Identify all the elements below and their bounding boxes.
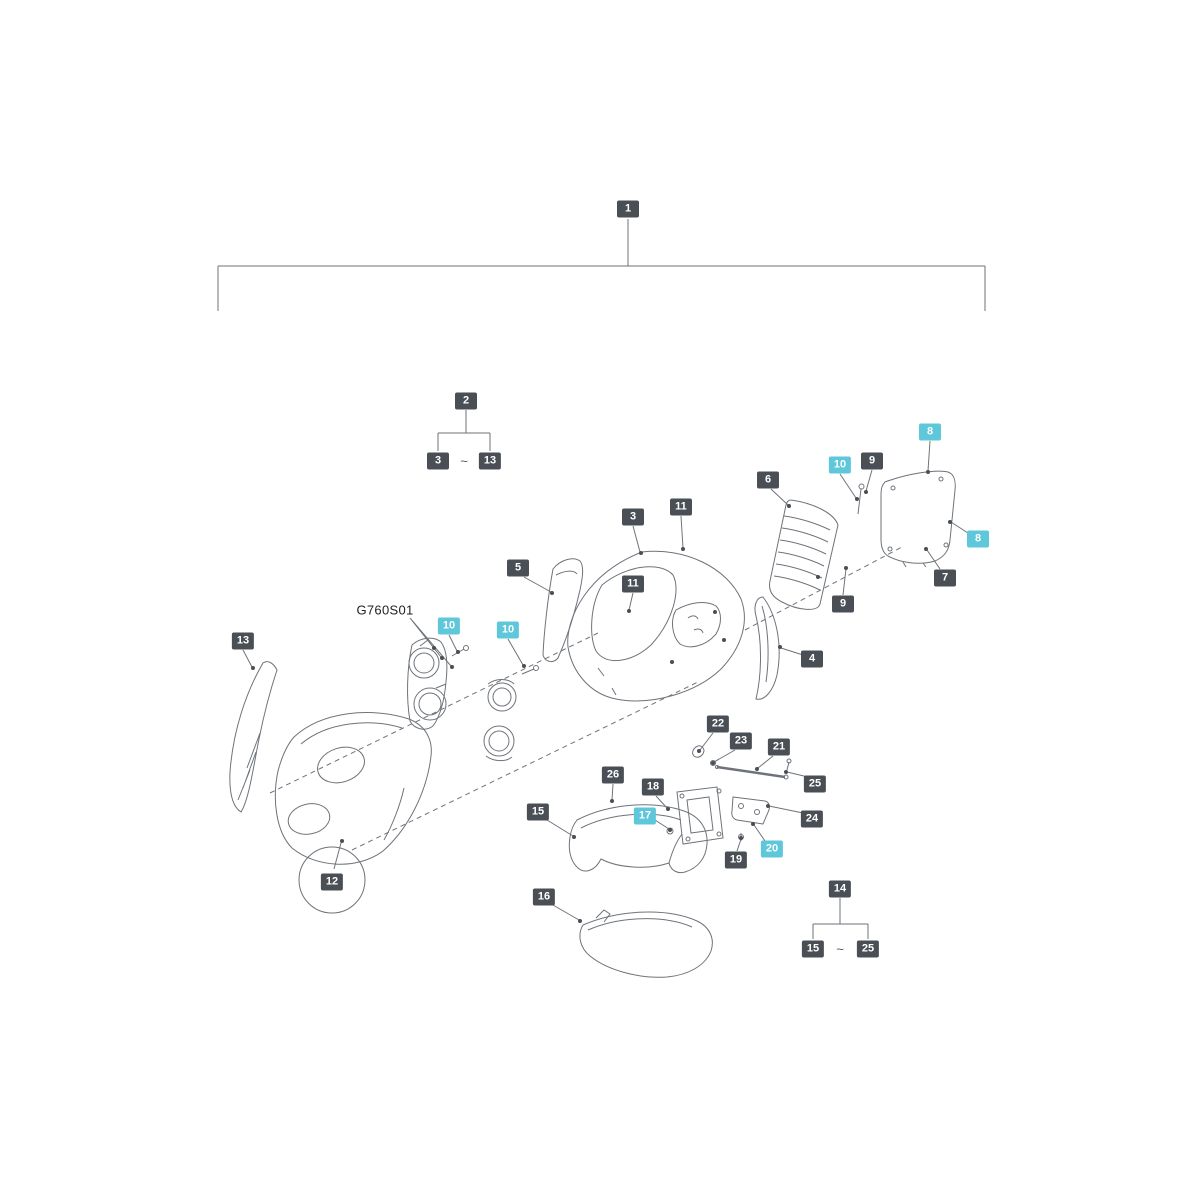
part-trim-4 xyxy=(754,596,780,700)
part-label-25-range[interactable]: 25 xyxy=(856,940,880,958)
part-label-25[interactable]: 25 xyxy=(803,775,827,793)
part-label-10-grille[interactable]: 10 xyxy=(828,456,852,474)
range-tilde-2: ~ xyxy=(836,941,844,957)
part-label-10-left[interactable]: 10 xyxy=(437,617,461,635)
part-bracket-20 xyxy=(731,796,770,825)
part-label-16[interactable]: 16 xyxy=(532,888,556,906)
part-label-22[interactable]: 22 xyxy=(706,715,730,733)
part-label-26[interactable]: 26 xyxy=(601,766,625,784)
part-rod-21 xyxy=(715,758,792,780)
part-headlamp-assembly-right xyxy=(483,665,539,762)
part-headlamp-assembly-left xyxy=(407,637,469,730)
part-label-2[interactable]: 2 xyxy=(455,392,477,410)
part-pin-9 xyxy=(857,483,865,515)
part-label-21[interactable]: 21 xyxy=(767,738,791,756)
part-hardware-22-23 xyxy=(692,745,720,766)
group-code-label: G760S01 xyxy=(356,602,414,618)
part-headlight-panel-12 xyxy=(274,712,432,865)
dashed-guide-lines xyxy=(269,546,903,851)
highlight-circle xyxy=(298,846,366,914)
part-label-3[interactable]: 3 xyxy=(622,508,644,526)
leader-dots xyxy=(251,470,952,923)
part-grille-6 xyxy=(769,499,839,610)
leader-lines xyxy=(242,440,972,923)
part-label-9[interactable]: 9 xyxy=(832,595,854,613)
part-label-18[interactable]: 18 xyxy=(641,778,665,796)
part-label-11-top[interactable]: 11 xyxy=(670,498,692,516)
part-bumper-16 xyxy=(579,909,713,978)
part-label-10-mid[interactable]: 10 xyxy=(496,621,520,639)
part-label-3-range[interactable]: 3 xyxy=(427,452,449,470)
part-label-20[interactable]: 20 xyxy=(760,840,784,858)
range-tilde-1: ~ xyxy=(460,453,468,469)
part-label-11[interactable]: 11 xyxy=(622,575,644,593)
part-label-17[interactable]: 17 xyxy=(633,807,657,825)
part-label-14[interactable]: 14 xyxy=(828,880,852,898)
part-side-bracket-13 xyxy=(229,661,278,813)
part-label-23[interactable]: 23 xyxy=(729,732,753,750)
part-label-8-right[interactable]: 8 xyxy=(967,530,989,548)
part-label-5[interactable]: 5 xyxy=(507,559,529,577)
part-side-strip-5 xyxy=(542,558,584,663)
part-label-19[interactable]: 19 xyxy=(724,851,748,869)
part-label-13-range[interactable]: 13 xyxy=(478,452,502,470)
part-label-15-range[interactable]: 15 xyxy=(801,940,825,958)
part-label-9-top[interactable]: 9 xyxy=(861,452,883,470)
part-label-15[interactable]: 15 xyxy=(526,803,550,821)
callout-brackets xyxy=(217,219,986,939)
part-label-4[interactable]: 4 xyxy=(801,650,823,668)
part-label-8-top[interactable]: 8 xyxy=(919,423,941,441)
part-bumper-15 xyxy=(568,804,708,874)
part-label-1[interactable]: 1 xyxy=(617,200,639,218)
part-label-13[interactable]: 13 xyxy=(231,632,255,650)
part-label-6[interactable]: 6 xyxy=(757,471,779,489)
part-label-24[interactable]: 24 xyxy=(800,810,824,828)
part-label-7[interactable]: 7 xyxy=(934,569,956,587)
part-label-12[interactable]: 12 xyxy=(320,873,344,891)
part-hood-3 xyxy=(567,550,745,702)
